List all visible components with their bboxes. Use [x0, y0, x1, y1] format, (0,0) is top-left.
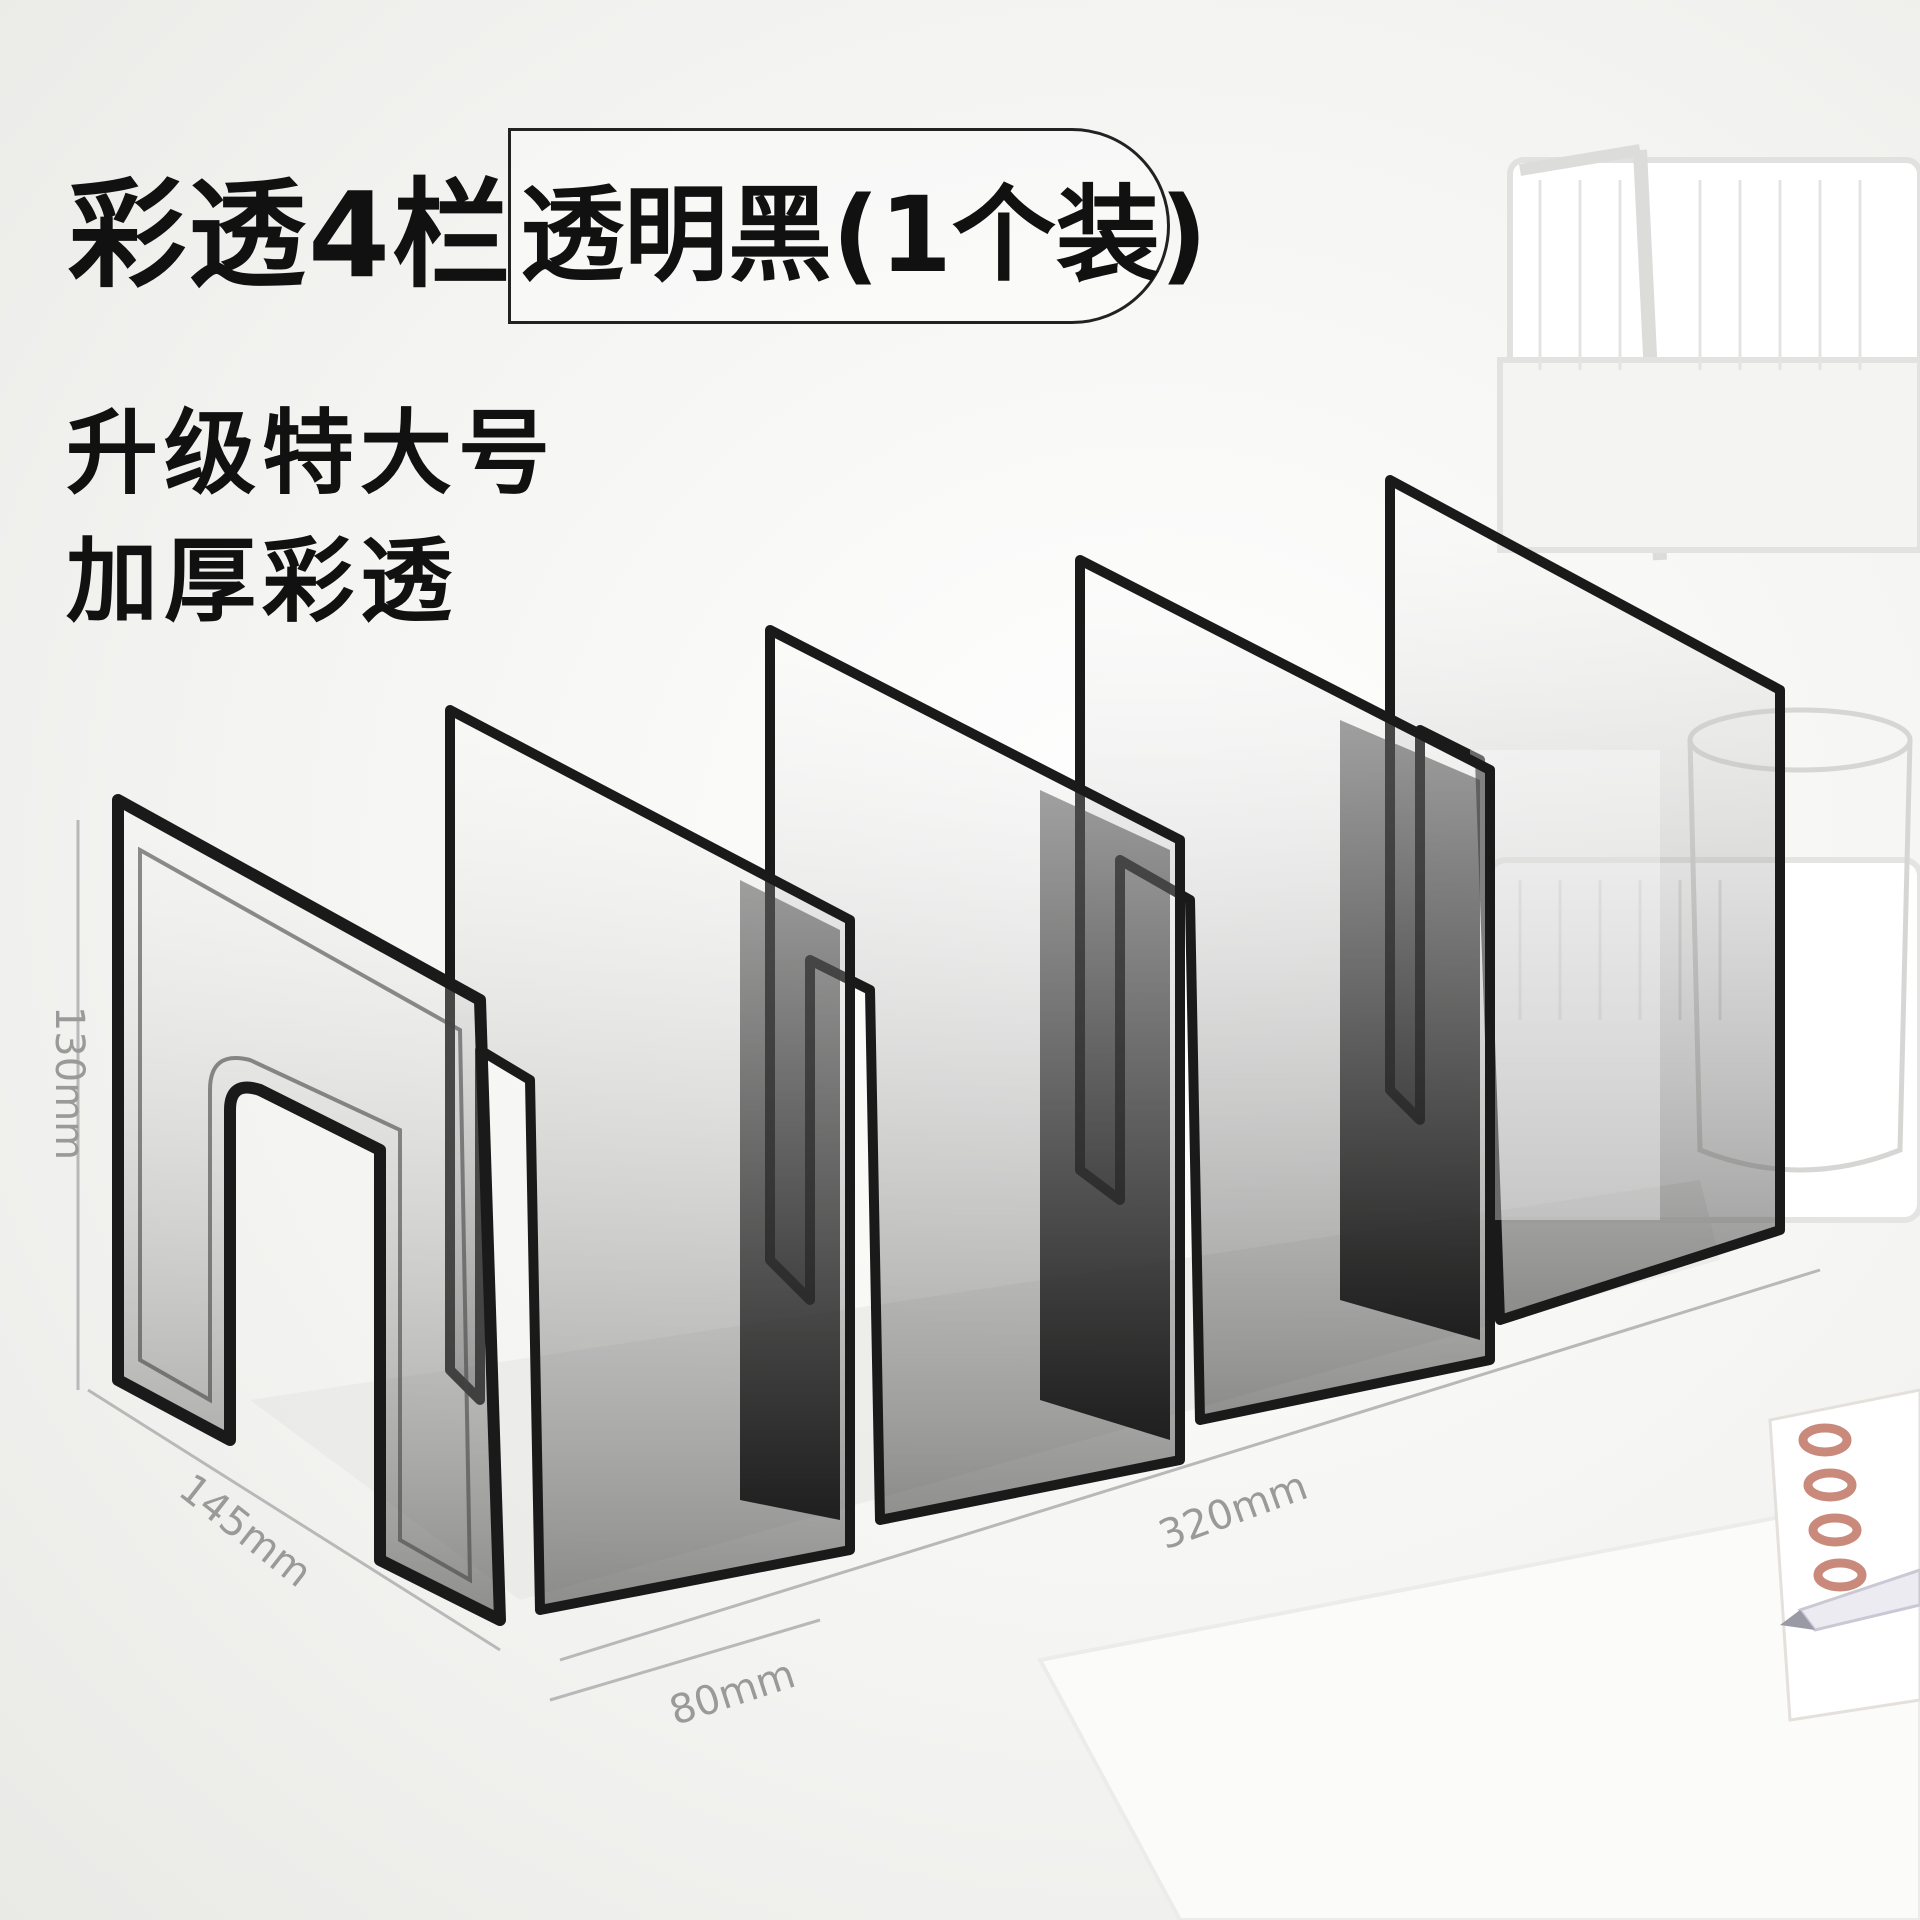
organizer-front-frame: [112, 794, 506, 1626]
tagline-material: 加厚彩透: [66, 528, 459, 635]
variant-badge-frame: [508, 128, 1170, 324]
variant-label: 透明黑(1个装): [520, 174, 1208, 296]
product-name: 彩透4栏: [68, 166, 513, 304]
organizer-slot-1: [445, 705, 855, 1615]
pen: [1780, 1568, 1920, 1632]
dimension-lines: [76, 820, 1821, 1702]
notebook: [1036, 1388, 1920, 1920]
organizer-slot-4: [1385, 475, 1785, 1325]
tagline-size: 升级特大号: [66, 400, 557, 507]
dimension-height-label: 130mm: [46, 1005, 93, 1161]
